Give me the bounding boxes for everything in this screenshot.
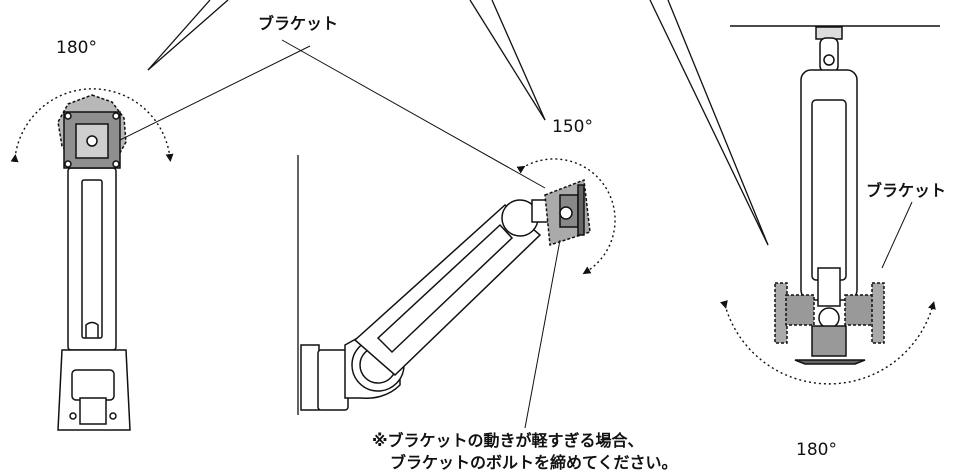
mount-rotation-diagram: 180° ブラケット 150° ブラケット 180° ※ブラケットの動きが軽すぎ… xyxy=(10,0,947,471)
diagram-canvas xyxy=(10,0,940,431)
top-callout-lines xyxy=(147,0,769,246)
left-bracket xyxy=(57,94,127,169)
bracket-label-right: ブラケット xyxy=(866,181,947,200)
angle-label-middle: 150° xyxy=(552,117,593,137)
angle-label-left: 180° xyxy=(56,38,97,58)
middle-bracket xyxy=(544,178,591,247)
middle-rotation-arc xyxy=(516,158,616,275)
left-arm-top-view xyxy=(10,88,174,431)
right-bracket xyxy=(774,282,885,344)
note-line-1: ※ブラケットの動きが軽すぎる場合、 xyxy=(372,431,644,450)
right-rotation-arc xyxy=(720,300,936,385)
right-arm-ceiling-view xyxy=(720,25,940,385)
middle-arm-side-view xyxy=(297,155,616,415)
note-line-2: ブラケットのボルトを締めてください。 xyxy=(390,453,678,472)
bracket-label-left: ブラケット xyxy=(258,14,339,33)
angle-label-right: 180° xyxy=(796,440,837,460)
